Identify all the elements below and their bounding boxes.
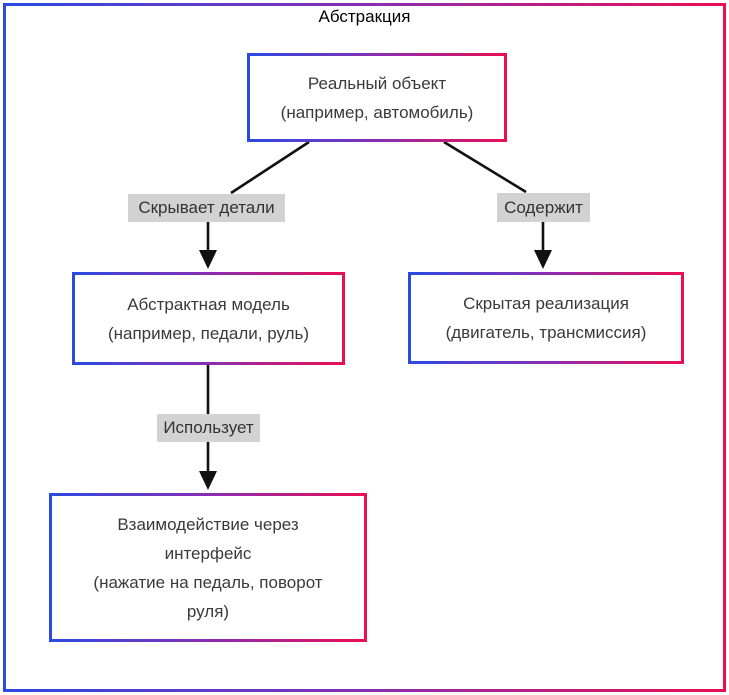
diagram-title: Абстракция [318,7,411,26]
edge-label-hides-details: Скрывает детали [128,194,285,222]
node-abstract-model-line1: Абстрактная модель [127,294,290,314]
node-real-object-line2: (например, автомобиль) [280,102,474,122]
node-hidden-implementation-line1: Скрытая реализация [463,294,629,313]
node-interface-interaction-line3: (нажатие на педаль, поворот [93,572,323,592]
node-interface-interaction-line2: интерфейс [164,543,252,563]
node-hidden-implementation: Скрытая реализация (двигатель, трансмисс… [408,272,684,364]
node-real-object: Реальный объект (например, автомобиль) [247,53,507,142]
edge-label-contains: Содержит [497,193,590,222]
node-abstract-model: Абстрактная модель (например, педали, ру… [72,272,345,365]
node-real-object-line1: Реальный объект [307,73,447,93]
edge-label-uses-text: Использует [163,418,254,437]
edge-label-hides-details-text: Скрывает детали [138,198,275,217]
node-interface-interaction: Взаимодействие через интерфейс (нажатие … [49,493,367,642]
node-interface-interaction-line4: руля) [186,601,230,621]
edge-label-contains-text: Содержит [504,197,583,217]
node-abstract-model-line2: (например, педали, руль) [107,323,310,343]
node-hidden-implementation-line2: (двигатель, трансмиссия) [445,323,647,342]
node-interface-interaction-line1: Взаимодействие через [117,514,299,534]
edge-label-uses: Использует [157,414,260,442]
